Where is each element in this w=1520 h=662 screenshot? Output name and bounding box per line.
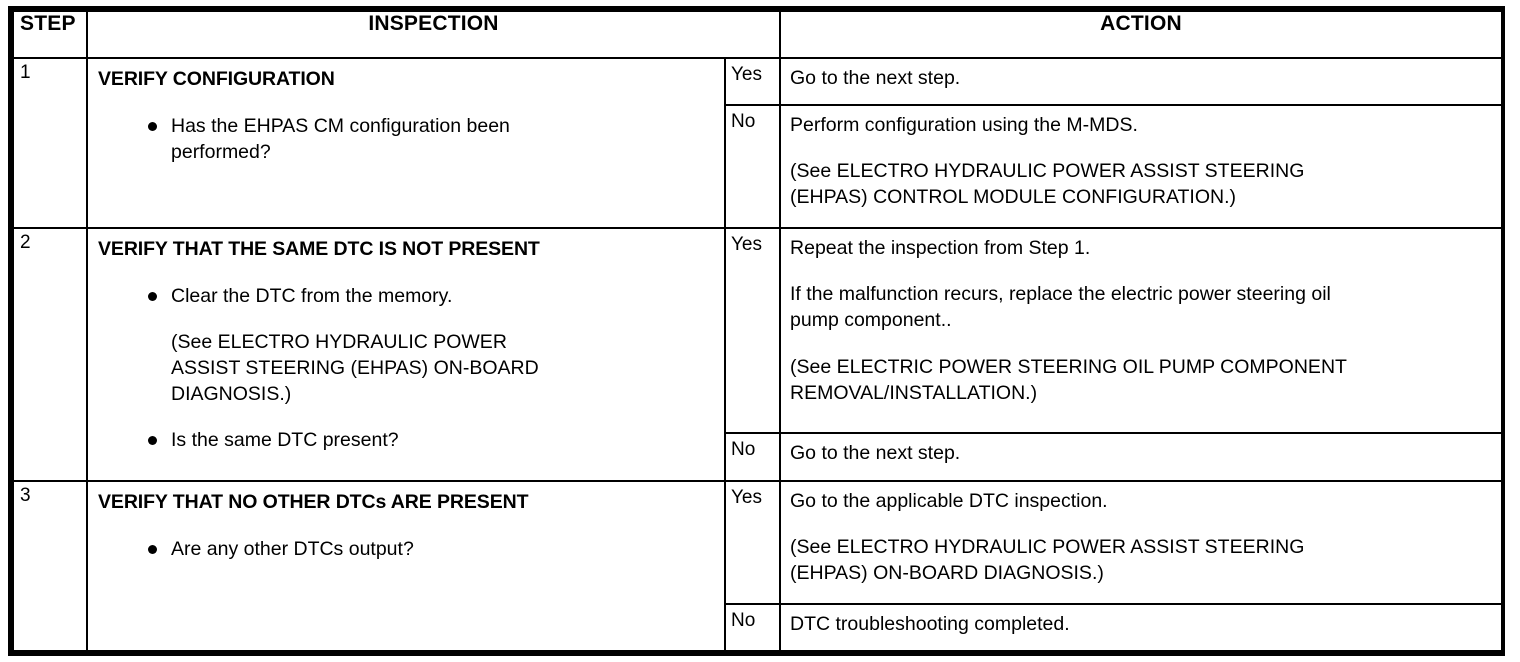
step-number: 2: [12, 227, 88, 482]
step-number: 3: [12, 479, 88, 653]
table-header-row: STEP INSPECTION ACTION: [12, 10, 1504, 59]
column-header-action: ACTION: [779, 10, 1504, 59]
bullet-text-line: Has the EHPAS CM configuration been: [171, 114, 510, 137]
answer-label-yes: Yes: [723, 57, 782, 106]
inspection-cell: VERIFY THAT THE SAME DTC IS NOT PRESENT …: [86, 227, 726, 482]
note-text-line: (See ELECTRO HYDRAULIC POWER: [171, 330, 507, 353]
action-paragraph: Go to the next step.: [790, 440, 1493, 466]
inspection-bullet-list: Clear the DTC from the memory. (See ELEC…: [98, 283, 714, 454]
inspection-bullet-list: Has the EHPAS CM configuration been perf…: [98, 113, 714, 165]
table-row: 2 VERIFY THAT THE SAME DTC IS NOT PRESEN…: [12, 227, 1504, 482]
action-text-line: Go to the next step.: [790, 441, 961, 464]
inspection-title: VERIFY THAT THE SAME DTC IS NOT PRESENT: [98, 238, 540, 261]
bullet-text-line: Are any other DTCs output?: [171, 537, 414, 560]
bullet-dot-icon: [148, 544, 157, 554]
action-paragraph: DTC troubleshooting completed.: [790, 611, 1493, 637]
inspection-cell: VERIFY CONFIGURATION Has the EHPAS CM co…: [86, 56, 726, 230]
bullet-text-line: performed?: [171, 140, 271, 163]
action-paragraph: Repeat the inspection from Step 1.: [790, 235, 1493, 261]
action-text-line: (See ELECTRIC POWER STEERING OIL PUMP CO…: [790, 355, 1347, 378]
bullet-dot-icon: [148, 121, 157, 131]
action-cell: DTC troubleshooting completed.: [779, 603, 1504, 652]
answer-label-no: No: [723, 431, 782, 482]
table-row: 1 VERIFY CONFIGURATION Has the EHPAS CM …: [12, 56, 1504, 230]
bullet-dot-icon: [148, 436, 157, 446]
troubleshooting-table: STEP INSPECTION ACTION 1 VERIFY CONFIGUR…: [12, 10, 1504, 653]
action-paragraph: If the malfunction recurs, replace the e…: [790, 281, 1493, 333]
action-text-line: (EHPAS) ON-BOARD DIAGNOSIS.): [790, 562, 1104, 585]
action-cell: Go to the next step.: [779, 431, 1504, 482]
table-row: 3 VERIFY THAT NO OTHER DTCs ARE PRESENT …: [12, 479, 1504, 653]
action-text-line: (See ELECTRO HYDRAULIC POWER ASSIST STEE…: [790, 535, 1305, 558]
list-item: Is the same DTC present?: [98, 427, 714, 453]
table-row: No Perform configuration using the M-MDS…: [13, 103, 1504, 230]
answer-label-no: No: [723, 103, 782, 230]
action-paragraph: Perform configuration using the M-MDS.: [790, 112, 1493, 138]
action-text-line: (EHPAS) CONTROL MODULE CONFIGURATION.): [790, 186, 1237, 209]
list-item: Has the EHPAS CM configuration been perf…: [98, 113, 714, 165]
bullet-text-line: Is the same DTC present?: [171, 429, 399, 452]
dtc-troubleshooting-table: STEP INSPECTION ACTION 1 VERIFY CONFIGUR…: [8, 6, 1505, 656]
table-body: STEP INSPECTION ACTION 1 VERIFY CONFIGUR…: [12, 10, 1504, 653]
action-paragraph-reference: (See ELECTRIC POWER STEERING OIL PUMP CO…: [790, 354, 1493, 406]
action-cell: Go to the next step.: [779, 57, 1504, 106]
bullet-text-line: Clear the DTC from the memory.: [171, 284, 453, 307]
action-cell: Perform configuration using the M-MDS. (…: [779, 103, 1504, 230]
answer-label-yes: Yes: [723, 479, 782, 606]
inspection-bullet-list: Are any other DTCs output?: [98, 536, 714, 562]
table-row: No Go to the next step.: [13, 431, 1504, 482]
action-text-line: pump component..: [790, 309, 952, 332]
column-header-step: STEP: [12, 10, 88, 59]
answer-label-no: No: [723, 603, 782, 652]
inspection-title: VERIFY THAT NO OTHER DTCs ARE PRESENT: [98, 490, 529, 513]
inspection-cell: VERIFY THAT NO OTHER DTCs ARE PRESENT Ar…: [86, 479, 726, 653]
action-cell: Go to the applicable DTC inspection. (Se…: [779, 479, 1504, 606]
column-header-inspection: INSPECTION: [85, 10, 782, 59]
action-paragraph: Go to the applicable DTC inspection.: [790, 488, 1493, 514]
action-cell: Repeat the inspection from Step 1. If th…: [779, 227, 1504, 434]
action-text-line: If the malfunction recurs, replace the e…: [790, 283, 1331, 306]
answer-label-yes: Yes: [723, 227, 782, 434]
note-text-line: DIAGNOSIS.): [171, 383, 292, 406]
action-paragraph: Go to the next step.: [790, 65, 1493, 91]
table-row: No DTC troubleshooting completed.: [13, 603, 1504, 652]
action-text-line: Perform configuration using the M-MDS.: [790, 113, 1138, 136]
action-text-line: Repeat the inspection from Step 1.: [790, 237, 1091, 260]
action-text-line: Go to the next step.: [790, 67, 961, 89]
bullet-dot-icon: [148, 291, 157, 301]
inspection-reference-note: (See ELECTRO HYDRAULIC POWER ASSIST STEE…: [98, 329, 714, 407]
action-paragraph-reference: (See ELECTRO HYDRAULIC POWER ASSIST STEE…: [790, 158, 1493, 210]
note-text-line: ASSIST STEERING (EHPAS) ON-BOARD: [171, 357, 539, 380]
step-number: 1: [12, 56, 88, 230]
action-paragraph-reference: (See ELECTRO HYDRAULIC POWER ASSIST STEE…: [790, 534, 1493, 586]
list-item: Are any other DTCs output?: [98, 536, 714, 562]
list-item: Clear the DTC from the memory.: [98, 283, 714, 309]
inspection-title: VERIFY CONFIGURATION: [98, 68, 335, 90]
action-text-line: (See ELECTRO HYDRAULIC POWER ASSIST STEE…: [790, 159, 1305, 182]
action-text-line: REMOVAL/INSTALLATION.): [790, 381, 1038, 404]
action-text-line: Go to the applicable DTC inspection.: [790, 489, 1108, 512]
action-text-line: DTC troubleshooting completed.: [790, 613, 1070, 636]
